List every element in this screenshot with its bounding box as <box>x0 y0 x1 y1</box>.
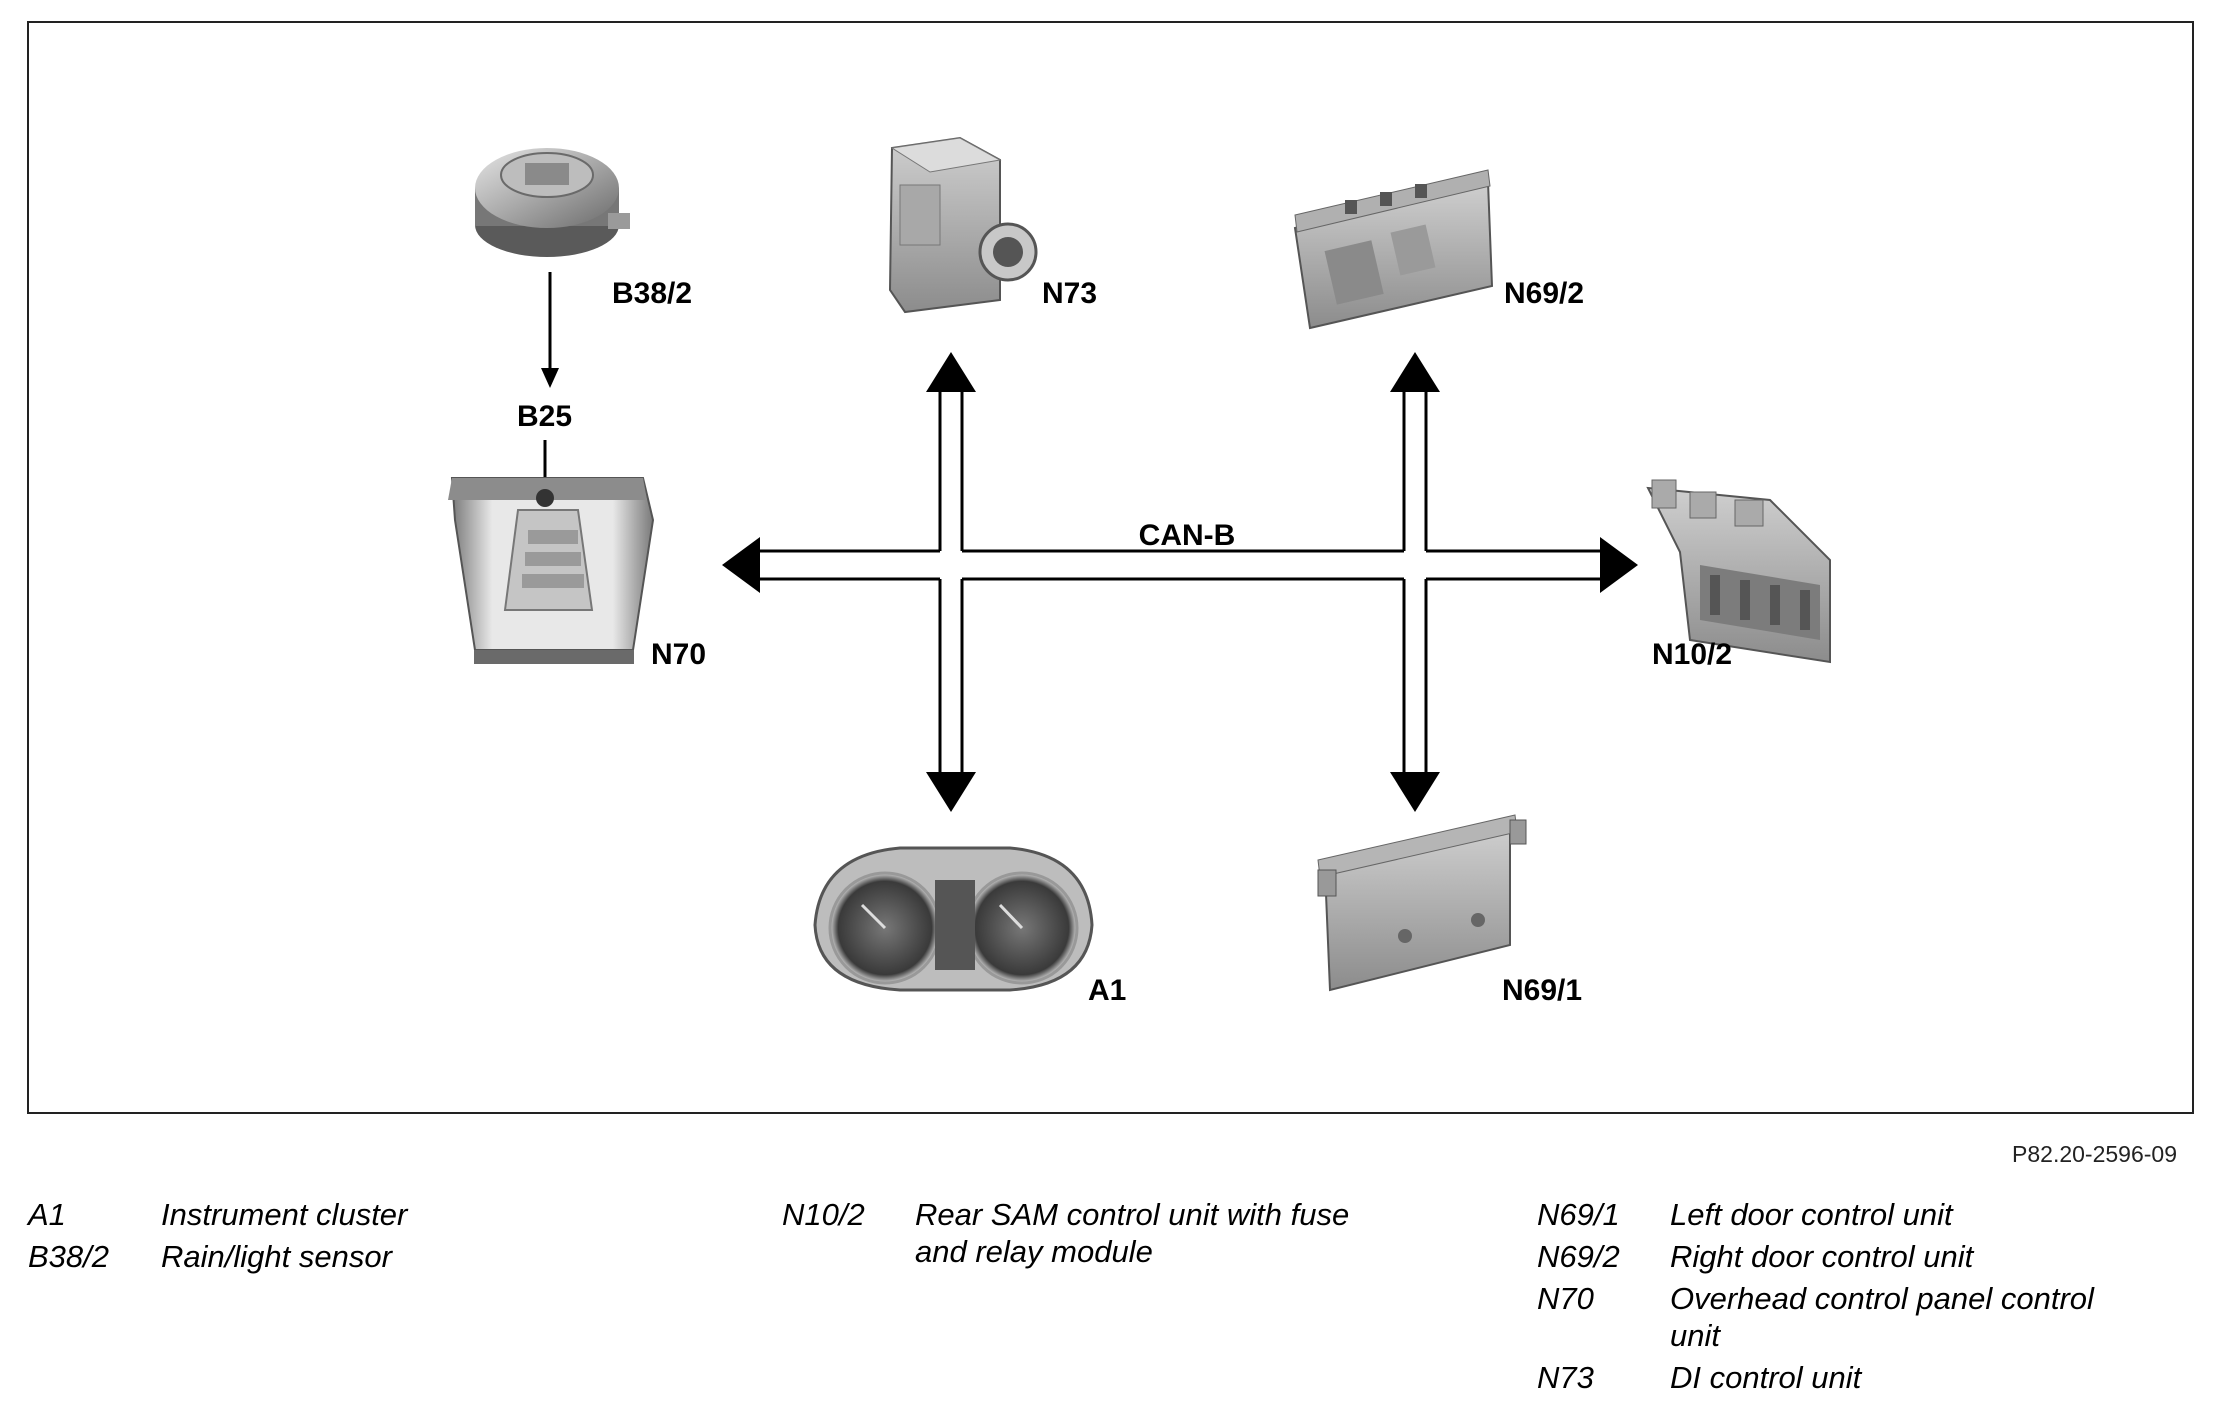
overhead-panel-image <box>448 477 655 664</box>
bus-label: CAN-B <box>1139 519 1236 552</box>
label-b25: B25 <box>517 400 572 433</box>
legend-desc: Instrument cluster <box>161 1197 408 1232</box>
rain-light-sensor-image <box>475 148 630 257</box>
instrument-cluster-image <box>813 846 1094 992</box>
di-control-unit-image <box>888 136 1038 314</box>
legend-desc: Rain/light sensor <box>161 1239 392 1274</box>
can-b-bus <box>722 352 1638 812</box>
figure-id: P82.20-2596-09 <box>2012 1141 2177 1167</box>
arrow-right <box>1600 537 1638 593</box>
legend-row: A1 Instrument cluster <box>28 1196 588 1233</box>
label-n73: N73 <box>1042 277 1097 310</box>
legend-desc: Overhead control panel control unit <box>1670 1281 2094 1353</box>
label-n10-2: N10/2 <box>1652 638 1732 671</box>
legend-code: N70 <box>1537 1281 1594 1316</box>
arrow-left <box>722 537 760 593</box>
right-door-control-unit-image <box>1293 169 1494 330</box>
legend-desc: DI control unit <box>1670 1360 1862 1395</box>
legend-row: B38/2 Rain/light sensor <box>28 1238 588 1275</box>
legend-code: B38/2 <box>28 1239 110 1274</box>
legend-column-1: A1 Instrument cluster B38/2 Rain/light s… <box>28 1196 588 1280</box>
arrow-up-n73 <box>926 352 976 392</box>
label-n69-1: N69/1 <box>1502 974 1582 1007</box>
legend-column-3: N69/1 Left door control unit N69/2 Right… <box>1537 1196 2167 1401</box>
legend-row: N70 Overhead control panel control unit <box>1537 1280 2167 1354</box>
legend-desc: Left door control unit <box>1670 1197 1953 1232</box>
label-n70: N70 <box>651 638 706 671</box>
legend-row: N69/1 Left door control unit <box>1537 1196 2167 1233</box>
arrow-down-a1 <box>926 772 976 812</box>
legend-code: A1 <box>28 1197 66 1232</box>
legend-desc: Rear SAM control unit with fuse and rela… <box>915 1197 1350 1269</box>
legend-code: N69/1 <box>1537 1197 1620 1232</box>
legend-code: N69/2 <box>1537 1239 1620 1274</box>
arrow-down-n69-1 <box>1390 772 1440 812</box>
rear-sam-image <box>1646 479 1831 664</box>
label-b38-2: B38/2 <box>612 277 692 310</box>
legend-code: N73 <box>1537 1360 1594 1395</box>
legend-code: N10/2 <box>782 1197 865 1232</box>
can-b-diagram: CAN-B B38/2 B25 N70 N73 <box>448 136 1831 1007</box>
label-n69-2: N69/2 <box>1504 277 1584 310</box>
left-door-control-unit-image <box>1317 814 1527 992</box>
legend-row: N73 DI control unit <box>1537 1359 2167 1396</box>
legend-desc: Right door control unit <box>1670 1239 1974 1274</box>
legend-row: N69/2 Right door control unit <box>1537 1238 2167 1275</box>
arrow-up-n69-2 <box>1390 352 1440 392</box>
legend-column-2: N10/2 Rear SAM control unit with fuse an… <box>782 1196 1402 1275</box>
label-a1: A1 <box>1088 974 1126 1007</box>
legend-row: N10/2 Rear SAM control unit with fuse an… <box>782 1196 1402 1270</box>
sensor-arrow <box>541 368 559 388</box>
